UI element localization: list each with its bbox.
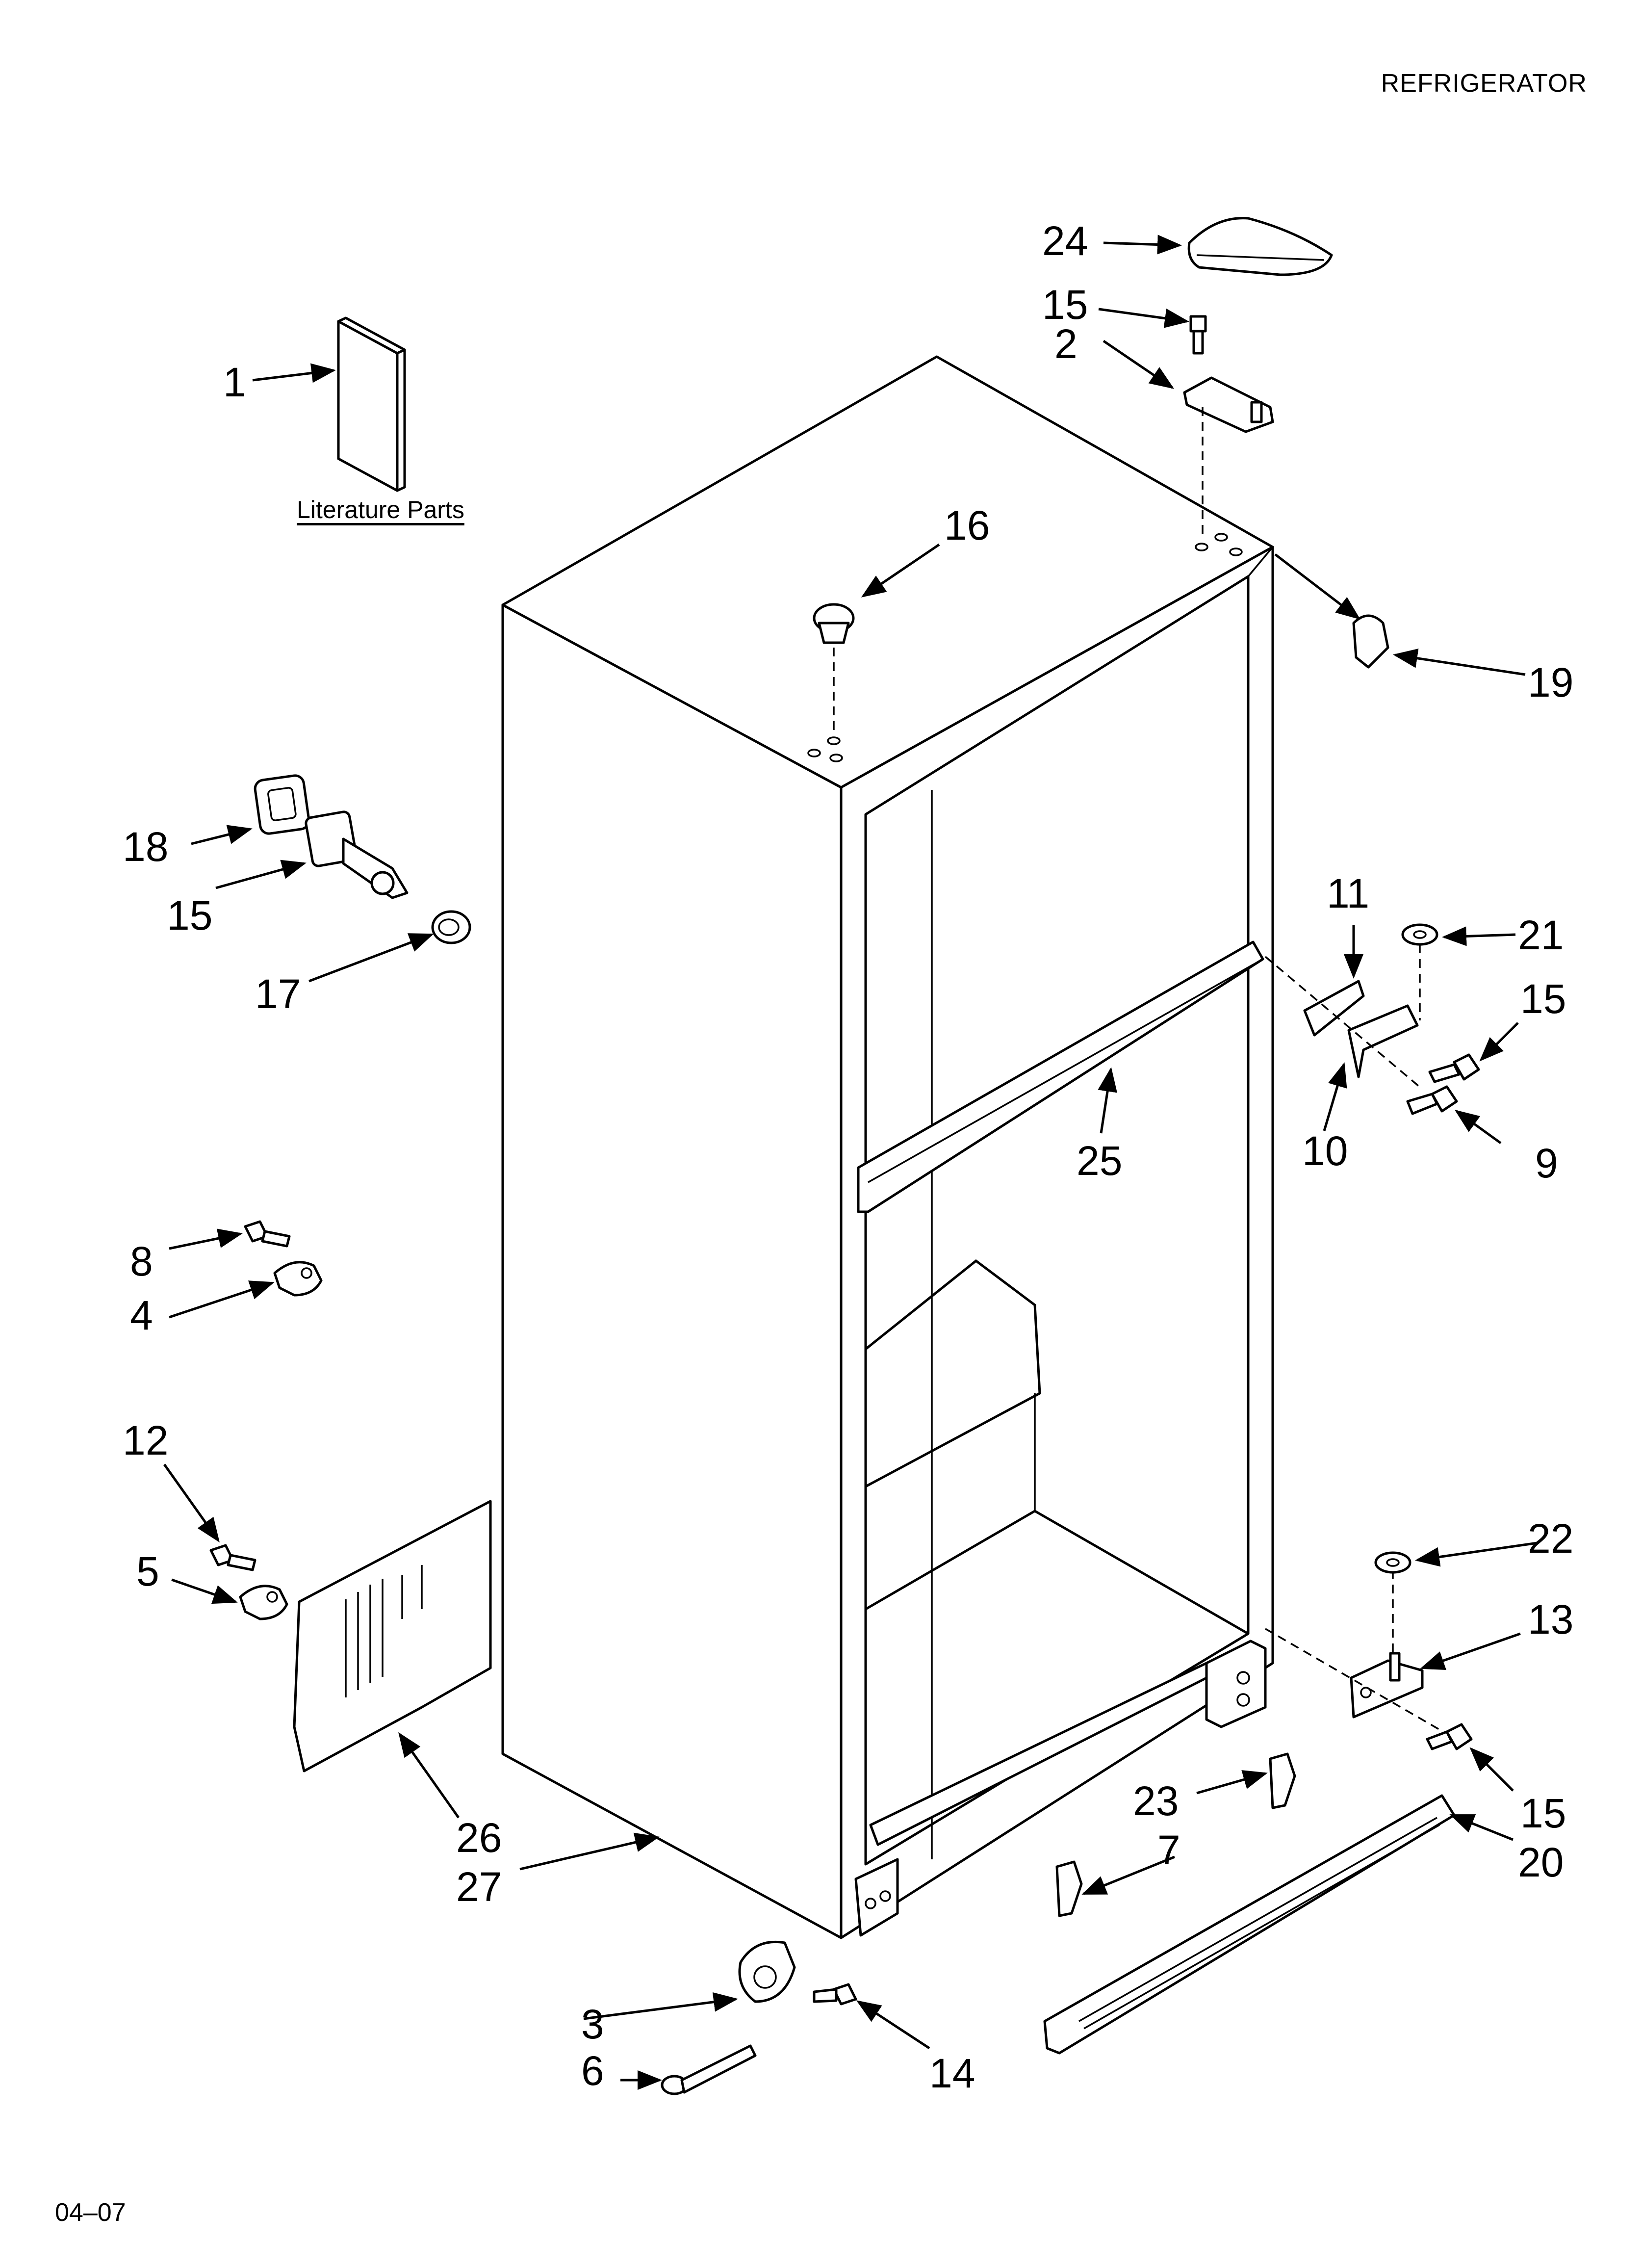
- callout-5: 5: [136, 1548, 159, 1594]
- callout-8: 8: [130, 1238, 153, 1284]
- callout-19: 19: [1528, 659, 1573, 705]
- callout-25: 25: [1077, 1138, 1122, 1184]
- cabinet-foot-bracket: [854, 1858, 899, 1937]
- hinge-cover-19: [1352, 614, 1389, 669]
- callout-14: 14: [929, 2050, 975, 2096]
- hinge-cap: [1187, 217, 1333, 276]
- toe-grille: [1043, 1794, 1456, 2055]
- callout-20: 20: [1518, 1839, 1564, 1885]
- callout-15-a: 15: [1042, 282, 1088, 328]
- clamp-5: [239, 1585, 288, 1620]
- literature-booklet: [337, 316, 406, 492]
- handle-shoulder-bolt: [305, 810, 409, 899]
- top-hinge: [1183, 376, 1274, 540]
- callout-2: 2: [1054, 321, 1078, 367]
- axle-pin: [661, 2044, 757, 2095]
- washer-21: [1401, 923, 1438, 946]
- callout-26: 26: [456, 1815, 502, 1861]
- callout-9: 9: [1535, 1140, 1558, 1186]
- callout-16: 16: [944, 502, 990, 548]
- rear-access-cover: [293, 1500, 492, 1773]
- callout-12: 12: [123, 1417, 168, 1463]
- cabinet-lower-hinge-mount: [1205, 1640, 1267, 1728]
- callout-15-c: 15: [1520, 976, 1566, 1022]
- roller-bracket: [738, 1940, 796, 2003]
- screw-12: [209, 1544, 257, 1571]
- hinge-screw-top: [1189, 315, 1207, 355]
- clip-7: [1055, 1860, 1083, 1917]
- callout-numbers: 1 2 3 4 5 6 7 8 9 10 11 12 13 14 15 15 1…: [123, 218, 1573, 2096]
- screw-9: [1406, 1085, 1458, 1115]
- callout-17: 17: [255, 971, 301, 1017]
- screw-8: [244, 1220, 291, 1248]
- callout-4: 4: [130, 1292, 153, 1338]
- screw-14: [813, 1983, 857, 2006]
- center-rail: [857, 940, 1264, 1213]
- callout-6: 6: [581, 2048, 604, 2094]
- callout-18: 18: [123, 824, 168, 870]
- handle-gasket: [254, 774, 310, 835]
- callout-13: 13: [1528, 1596, 1573, 1642]
- page-title: REFRIGERATOR: [1381, 69, 1587, 98]
- callout-11: 11: [1327, 870, 1369, 916]
- spacer-17: [431, 910, 471, 944]
- callout-23: 23: [1133, 1778, 1179, 1824]
- callout-7: 7: [1157, 1827, 1180, 1873]
- washer-22: [1374, 1551, 1411, 1574]
- center-hinge-bracket: [1264, 944, 1423, 1090]
- refrigerator-cabinet: [501, 355, 1274, 1939]
- callout-24: 24: [1042, 218, 1088, 264]
- callout-27: 27: [456, 1864, 502, 1910]
- leader-arrows: [163, 235, 1538, 2090]
- clip-23: [1269, 1752, 1296, 1809]
- literature-parts-label: Literature Parts: [297, 496, 464, 523]
- callout-10: 10: [1302, 1128, 1348, 1174]
- screw-15-bottom: [1426, 1723, 1473, 1750]
- callout-15-d: 15: [1520, 1790, 1566, 1836]
- clamp-4: [273, 1261, 323, 1297]
- callout-22: 22: [1528, 1515, 1573, 1562]
- callout-21: 21: [1518, 912, 1564, 958]
- callout-1: 1: [223, 359, 246, 405]
- callout-3: 3: [581, 2001, 604, 2047]
- plug-button: [813, 603, 855, 736]
- screw-15-middle: [1428, 1053, 1480, 1083]
- bottom-hinge: [1265, 1570, 1452, 1738]
- date-code: 04–07: [55, 2198, 126, 2227]
- callout-15-b: 15: [167, 892, 212, 938]
